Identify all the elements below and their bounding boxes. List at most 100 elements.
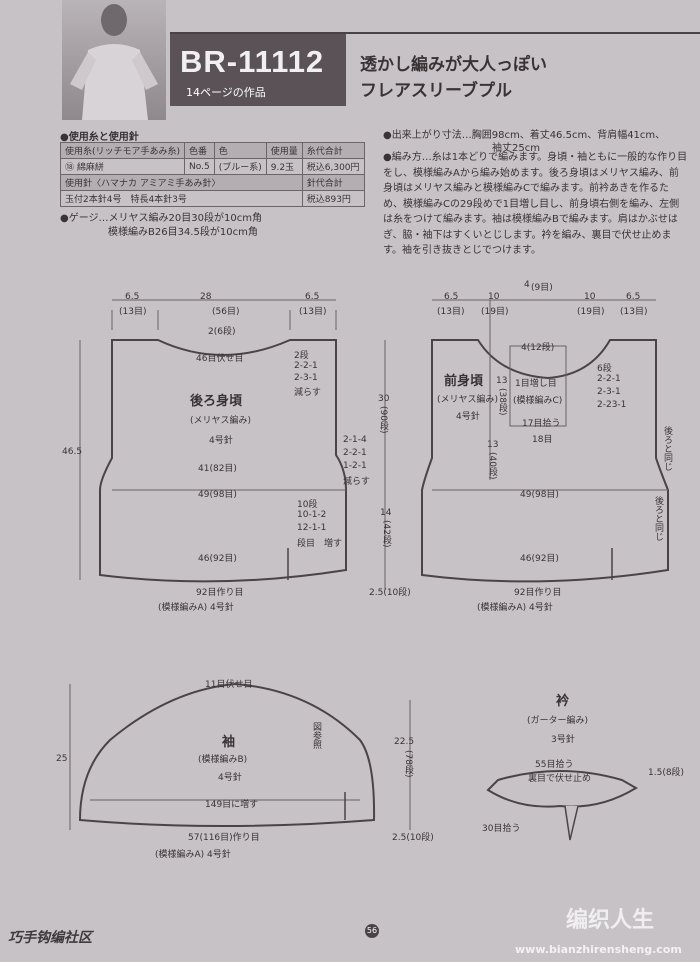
front-13b: 13 bbox=[487, 440, 499, 450]
back-side-inc-1: 10-1-2 bbox=[297, 510, 327, 520]
front-panel-bottom: 18目 bbox=[532, 435, 553, 445]
sleeve-22-5: 22.5 bbox=[394, 737, 415, 747]
front-neck-dec-3: 2-23-1 bbox=[597, 400, 627, 410]
back-pattern: (模様編みA) 4号針 bbox=[158, 603, 234, 613]
front-panel-0: 1目増し目 bbox=[515, 379, 557, 389]
back-neck-dec-2: 2-3-1 bbox=[294, 373, 318, 383]
front-top-e: 6.5 bbox=[626, 292, 641, 302]
back-neck-dec-3: 減らす bbox=[294, 388, 321, 398]
needle-cost: 税込893円 bbox=[301, 190, 365, 207]
watermark-url: www.bianzhirensheng.com bbox=[515, 943, 682, 956]
front-neck: 4(12段) bbox=[521, 343, 555, 353]
front-neck-dec-2: 2-3-1 bbox=[597, 387, 621, 397]
title-line-1: 透かし編みが大人っぽい bbox=[360, 55, 547, 75]
sleeve-sub: (模様編みB) bbox=[198, 755, 248, 765]
sleeve-2-5: 2.5(10段) bbox=[392, 833, 434, 843]
back-needle: 4号針 bbox=[209, 436, 233, 446]
sleeve-outline bbox=[78, 682, 376, 827]
back-arm-dec-0: 2-1-4 bbox=[343, 435, 367, 445]
back-sub: (メリヤス編み) bbox=[190, 416, 252, 426]
front-13a: 13 bbox=[496, 376, 508, 386]
model-silhouette bbox=[70, 4, 158, 120]
front-top-c-sts: (9目) bbox=[531, 283, 553, 293]
back-arm-dec-1: 2-2-1 bbox=[343, 448, 367, 458]
back-arm-dec-2: 1-2-1 bbox=[343, 461, 367, 471]
front-13b-rows: (40段) bbox=[487, 452, 497, 480]
front-panel-2: 17目拾う bbox=[522, 419, 561, 429]
page-reference: 14ページの作品 bbox=[186, 86, 266, 99]
back-side-inc-3: 段目 増す bbox=[297, 539, 343, 549]
back-cast-on: 92目作り目 bbox=[196, 588, 244, 598]
back-outline bbox=[99, 339, 347, 583]
sleeve-pattern: (模様編みA) 4号針 bbox=[155, 850, 231, 860]
front-14: 14 bbox=[380, 508, 392, 518]
front-cast-on: 92目作り目 bbox=[514, 588, 562, 598]
col-color: 色 bbox=[213, 142, 267, 159]
back-side-inc-2: 12-1-1 bbox=[297, 523, 327, 533]
back-neck-dec-0: 2段 bbox=[294, 351, 309, 361]
model-photo bbox=[62, 0, 166, 120]
back-top-right: 6.5 bbox=[305, 292, 320, 302]
method-text: ●編み方…糸は1本どりで編みます。身頃・袖ともに一般的な作り目をし、模様編みAか… bbox=[383, 152, 688, 256]
collar-sub: (ガーター編み) bbox=[527, 716, 589, 726]
front-top-c: 4 bbox=[524, 280, 530, 290]
sleeve-increase: 149目に増す bbox=[205, 800, 259, 810]
collar-pick-30: 30目拾う bbox=[482, 824, 521, 834]
pattern-code: BR-11112 bbox=[180, 44, 325, 79]
collar-outline bbox=[486, 770, 638, 808]
code-box bbox=[170, 34, 346, 106]
sleeve-title: 袖 bbox=[222, 735, 236, 750]
collar-title: 衿 bbox=[556, 694, 570, 709]
sleeve-cast-on: 57(116目)作り目 bbox=[188, 833, 260, 843]
page-number: 56 bbox=[365, 924, 379, 938]
collar-needle: 3号針 bbox=[551, 735, 575, 745]
watermark-right: 编织人生 bbox=[566, 908, 655, 933]
front-pattern: (模様編みA) 4号針 bbox=[477, 603, 553, 613]
front-2-5: 2.5(10段) bbox=[369, 588, 411, 598]
title-line-2: フレアスリーブプル bbox=[360, 81, 512, 101]
front-outline bbox=[421, 339, 669, 583]
front-top-e-sts: (13目) bbox=[620, 307, 648, 317]
front-same-2: 後ろと同じ bbox=[653, 496, 663, 541]
front-top-a-sts: (13目) bbox=[437, 307, 465, 317]
back-width-46: 46(92目) bbox=[198, 554, 237, 564]
front-neck-dec-0: 6段 bbox=[597, 364, 612, 374]
front-title: 前身頃 bbox=[444, 374, 484, 389]
finished-size: ●出来上がり寸法…胸囲98cm、着丈46.5cm、背肩幅41cm、 bbox=[383, 130, 666, 141]
sleeve-needle: 4号針 bbox=[218, 773, 242, 783]
front-panel-1: (模様編みC) bbox=[513, 396, 563, 406]
back-top-left: 6.5 bbox=[125, 292, 140, 302]
front-width-49: 49(98目) bbox=[520, 490, 559, 500]
sleeve-top: 11目伏せ目 bbox=[205, 680, 253, 690]
front-30: 30 bbox=[378, 394, 390, 404]
back-top-center-sts: (56目) bbox=[212, 307, 240, 317]
back-bind-off: 46目伏せ目 bbox=[196, 354, 244, 364]
front-14-rows: (42段) bbox=[381, 520, 391, 548]
front-top-d-sts: (19目) bbox=[577, 307, 605, 317]
materials-heading: ●使用糸と使用針 bbox=[60, 132, 139, 143]
needle-cost-header: 針代合計 bbox=[301, 174, 365, 191]
gauge: ●ゲージ…メリヤス編み20目30段が10cm角 bbox=[60, 213, 262, 224]
front-13a-rows: (38段) bbox=[497, 388, 507, 416]
front-top-b-sts: (19目) bbox=[481, 307, 509, 317]
gauge-line-2: 模様編みB26目34.5段が10cm角 bbox=[108, 227, 258, 238]
back-top-left-sts: (13目) bbox=[119, 307, 147, 317]
sleeve-ref: 図参照 bbox=[311, 722, 321, 749]
sleeve-22-5-rows: (78段) bbox=[403, 750, 413, 778]
front-top-b: 10 bbox=[488, 292, 500, 302]
back-title: 後ろ身頃 bbox=[190, 394, 243, 409]
front-30-rows: (90段) bbox=[378, 406, 388, 434]
back-length: 46.5 bbox=[62, 447, 83, 457]
back-width-49: 49(98目) bbox=[198, 490, 237, 500]
sleeve-length: 25 bbox=[56, 754, 68, 764]
collar-pick-55: 55目拾う bbox=[535, 760, 574, 770]
front-same-1: 後ろと同じ bbox=[662, 426, 672, 471]
front-width-46: 46(92目) bbox=[520, 554, 559, 564]
front-needle: 4号針 bbox=[456, 412, 480, 422]
back-neck-dec-1: 2-2-1 bbox=[294, 361, 318, 371]
watermark-left: 巧手钩编社区 bbox=[8, 930, 92, 946]
back-width-41: 41(82目) bbox=[198, 464, 237, 474]
back-arm-dec-3: 減らす bbox=[343, 477, 370, 487]
front-top-d: 10 bbox=[584, 292, 596, 302]
